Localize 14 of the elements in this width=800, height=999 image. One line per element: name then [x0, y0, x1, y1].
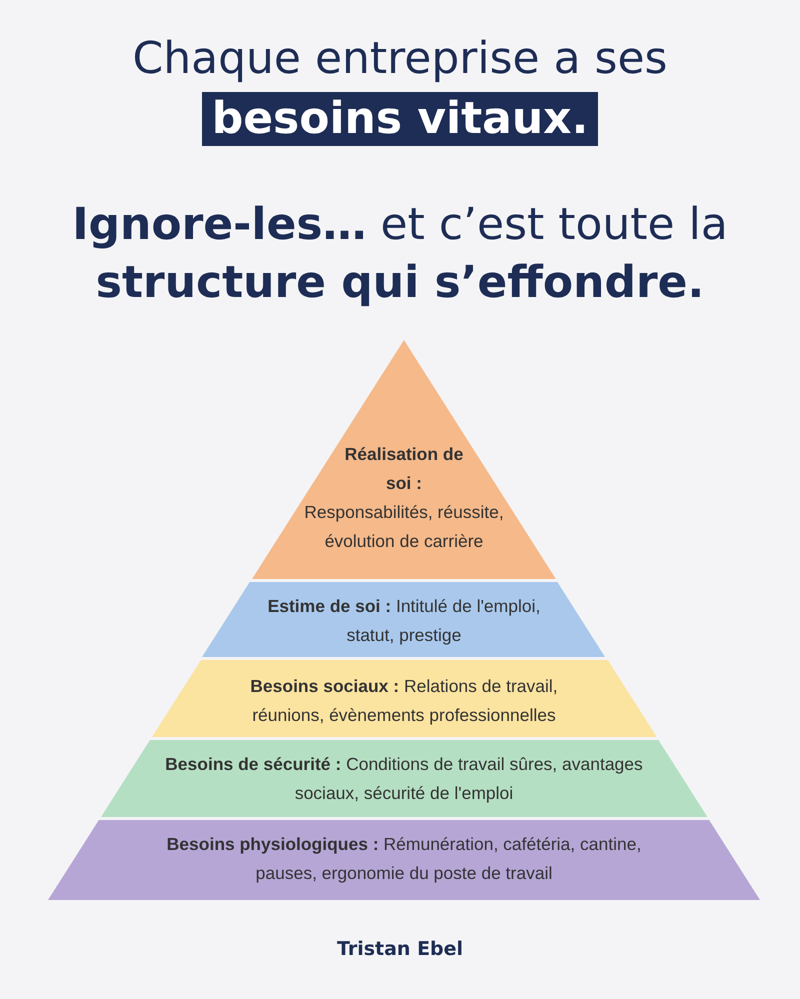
pyramid-level [48, 820, 760, 900]
level-heading: Réalisation de soi : [344, 443, 464, 495]
headline: Chaque entreprise a ses besoins vitaux. [132, 32, 668, 148]
level-text: Estime de soi : Intitulé de l'emploi, statut, prestige [266, 595, 542, 647]
author-name: Tristan Ebel [336, 938, 464, 960]
level-text: Besoins sociaux : Relations de travail, réunions, évènements professionnelles [249, 675, 559, 727]
pyramid-level [202, 582, 606, 657]
pyramid-level [152, 660, 656, 737]
level-text: Responsabilités, réussite, évolution de carrière [303, 501, 505, 553]
level-text: Besoins de sécurité : Conditions de travail sûres, avantages sociaux, sécurité de l'emploi [164, 753, 644, 805]
subheadline: Ignore-les… et c’est toute la structure qui s’effondre. [71, 198, 729, 310]
pyramid-level [100, 740, 708, 817]
level-text: Besoins physiologiques : Rémunération, cafétéria, cantine, pauses, ergonomie du poste de travail [166, 833, 642, 885]
pyramid-level [252, 340, 556, 579]
